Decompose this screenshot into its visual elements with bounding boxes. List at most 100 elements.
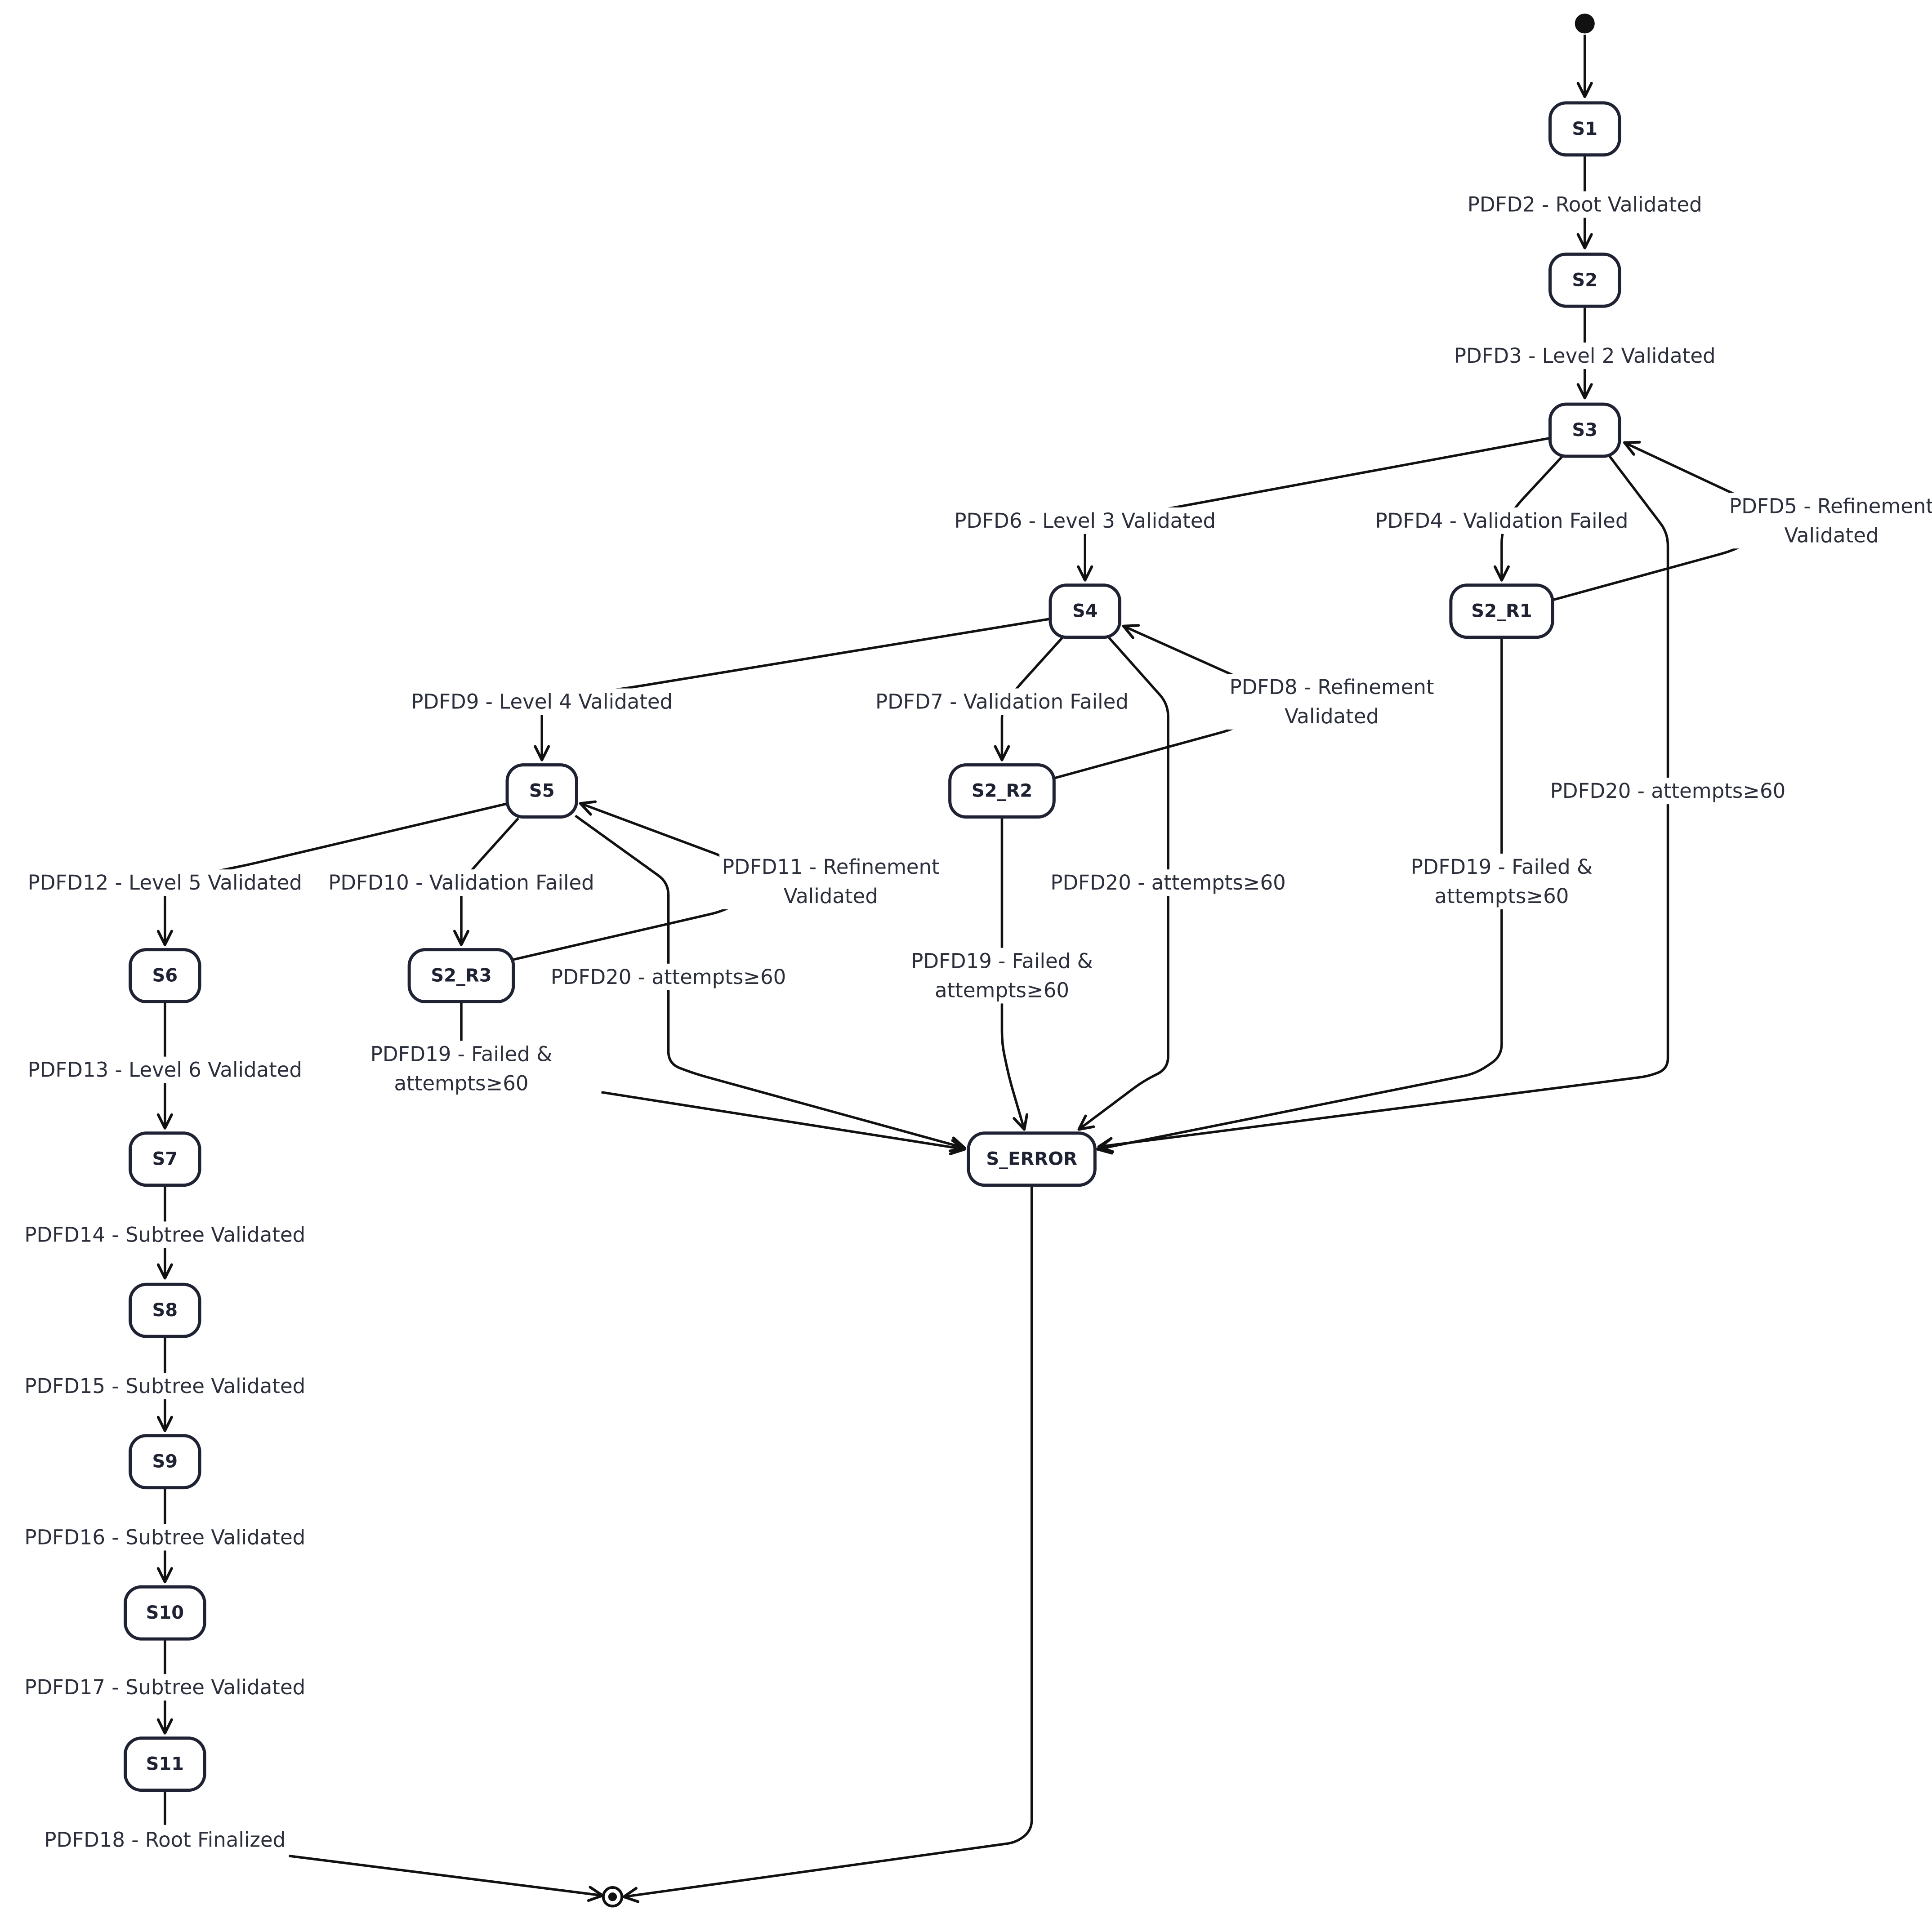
transition-label-pdfd16: PDFD16 - Subtree Validated [22, 1524, 308, 1551]
label-background [1451, 343, 1718, 369]
state-label: S2_R1 [1471, 601, 1532, 622]
transition-label-line: PDFD4 - Validation Failed [1375, 509, 1628, 533]
transition-label-pdfd20-s4: PDFD20 - attempts≥60 [1048, 869, 1289, 896]
state-box [1449, 583, 1554, 639]
transition-label-line: Validated [1285, 704, 1379, 728]
edge-pdfd19-r3-to-error [601, 1091, 966, 1155]
transition-label-line: PDFD20 - attempts≥60 [551, 965, 786, 989]
transition-label-pdfd19-r3: PDFD19 - Failed & attempts≥60 [367, 1041, 555, 1097]
label-background [951, 507, 1219, 534]
label-background [1408, 854, 1596, 909]
label-background [719, 854, 942, 909]
label-background [1227, 674, 1437, 730]
transition-label-line: PDFD20 - attempts≥60 [1050, 871, 1285, 895]
transition-label-line: attempts≥60 [394, 1071, 528, 1095]
state-s6[interactable]: S6 [129, 948, 201, 1003]
transition-label-pdfd13: PDFD13 - Level 6 Validated [25, 1056, 305, 1083]
state-box [129, 1131, 201, 1187]
state-label: S10 [146, 1602, 184, 1623]
transition-label-line: PDFD2 - Root Validated [1468, 193, 1702, 217]
edge-s2r2-to-error [1000, 818, 1029, 1131]
edge-error-to-final [622, 1186, 1033, 1903]
label-background [22, 1674, 308, 1701]
transition-label-line: PDFD19 - Failed & [1411, 855, 1593, 879]
transition-label-line: PDFD12 - Level 5 Validated [28, 871, 302, 895]
state-s3[interactable]: S3 [1548, 402, 1621, 458]
transition-label-line: PDFD8 - Refinement [1230, 675, 1434, 699]
state-s2-r1[interactable]: S2_R1 [1449, 583, 1554, 639]
state-box [1548, 402, 1621, 458]
label-background [367, 1041, 555, 1097]
state-box [1049, 583, 1121, 639]
label-background [548, 963, 789, 990]
state-label: S5 [529, 781, 555, 801]
label-background [873, 688, 1131, 715]
state-s7[interactable]: S7 [129, 1131, 201, 1187]
state-s2-r2[interactable]: S2_R2 [948, 763, 1056, 819]
transition-label-line: Validated [784, 884, 878, 908]
transition-label-pdfd7: PDFD7 - Validation Failed [873, 688, 1131, 715]
state-label: S2_R3 [431, 966, 491, 986]
state-box [505, 763, 578, 819]
state-box [129, 1282, 201, 1338]
edge-s5-to-error [575, 815, 966, 1153]
label-background [25, 869, 305, 896]
state-box [407, 948, 515, 1003]
transition-label-pdfd2: PDFD2 - Root Validated [1464, 191, 1705, 218]
state-s1[interactable]: S1 [1548, 101, 1621, 157]
state-s9[interactable]: S9 [129, 1434, 201, 1490]
label-background [908, 948, 1096, 1004]
edge-s11-to-final [289, 1855, 604, 1902]
state-label: S4 [1072, 601, 1098, 622]
transition-label-pdfd15: PDFD15 - Subtree Validated [22, 1372, 308, 1399]
state-box [967, 1131, 1097, 1187]
label-background [22, 1221, 308, 1248]
state-label: S3 [1572, 420, 1597, 441]
state-s5[interactable]: S5 [505, 763, 578, 819]
transition-label-pdfd10: PDFD10 - Validation Failed [326, 869, 597, 896]
transition-label-line: PDFD13 - Level 6 Validated [28, 1058, 302, 1082]
transition-label-pdfd6: PDFD6 - Level 3 Validated [951, 507, 1219, 534]
transition-label-pdfd14: PDFD14 - Subtree Validated [22, 1221, 308, 1248]
transition-label-pdfd20-s5: PDFD20 - attempts≥60 [548, 963, 789, 990]
state-box [124, 1736, 206, 1792]
state-label: S7 [152, 1149, 178, 1170]
transition-label-line: PDFD19 - Failed & [911, 949, 1093, 973]
edge-s3-to-error [1097, 455, 1669, 1153]
transition-label-line: PDFD3 - Level 2 Validated [1454, 344, 1716, 368]
state-box [948, 763, 1056, 819]
state-label: S11 [146, 1754, 184, 1775]
state-label: S2_R2 [972, 781, 1032, 801]
state-s-error[interactable]: S_ERROR [967, 1131, 1097, 1187]
transition-label-line: PDFD20 - attempts≥60 [1550, 779, 1785, 803]
state-s4[interactable]: S4 [1049, 583, 1121, 639]
label-background [22, 1524, 308, 1551]
final-state [602, 1886, 624, 1908]
label-background [326, 869, 597, 896]
transition-label-line: PDFD5 - Refinement [1729, 494, 1932, 518]
transition-label-pdfd20-s3: PDFD20 - attempts≥60 [1547, 778, 1789, 805]
state-s8[interactable]: S8 [129, 1282, 201, 1338]
state-s2-r3[interactable]: S2_R3 [407, 948, 515, 1003]
state-s10[interactable]: S10 [124, 1585, 206, 1641]
transition-label-line: PDFD19 - Failed & [370, 1042, 552, 1066]
state-s2[interactable]: S2 [1548, 252, 1621, 308]
transition-label-line: PDFD17 - Subtree Validated [24, 1675, 305, 1699]
label-background [1547, 778, 1789, 805]
state-s11[interactable]: S11 [124, 1736, 206, 1792]
state-label: S2 [1572, 270, 1597, 290]
transition-label-pdfd3: PDFD3 - Level 2 Validated [1451, 343, 1718, 369]
state-label: S6 [152, 966, 178, 986]
state-box [129, 948, 201, 1003]
transition-label-pdfd9: PDFD9 - Level 4 Validated [408, 688, 676, 715]
state-box [1548, 101, 1621, 157]
transition-label-line: PDFD15 - Subtree Validated [24, 1374, 305, 1398]
label-background [408, 688, 676, 715]
edge-s2r1-to-error [1096, 638, 1503, 1155]
transition-label-line: PDFD16 - Subtree Validated [24, 1525, 305, 1549]
label-background [1727, 493, 1932, 549]
